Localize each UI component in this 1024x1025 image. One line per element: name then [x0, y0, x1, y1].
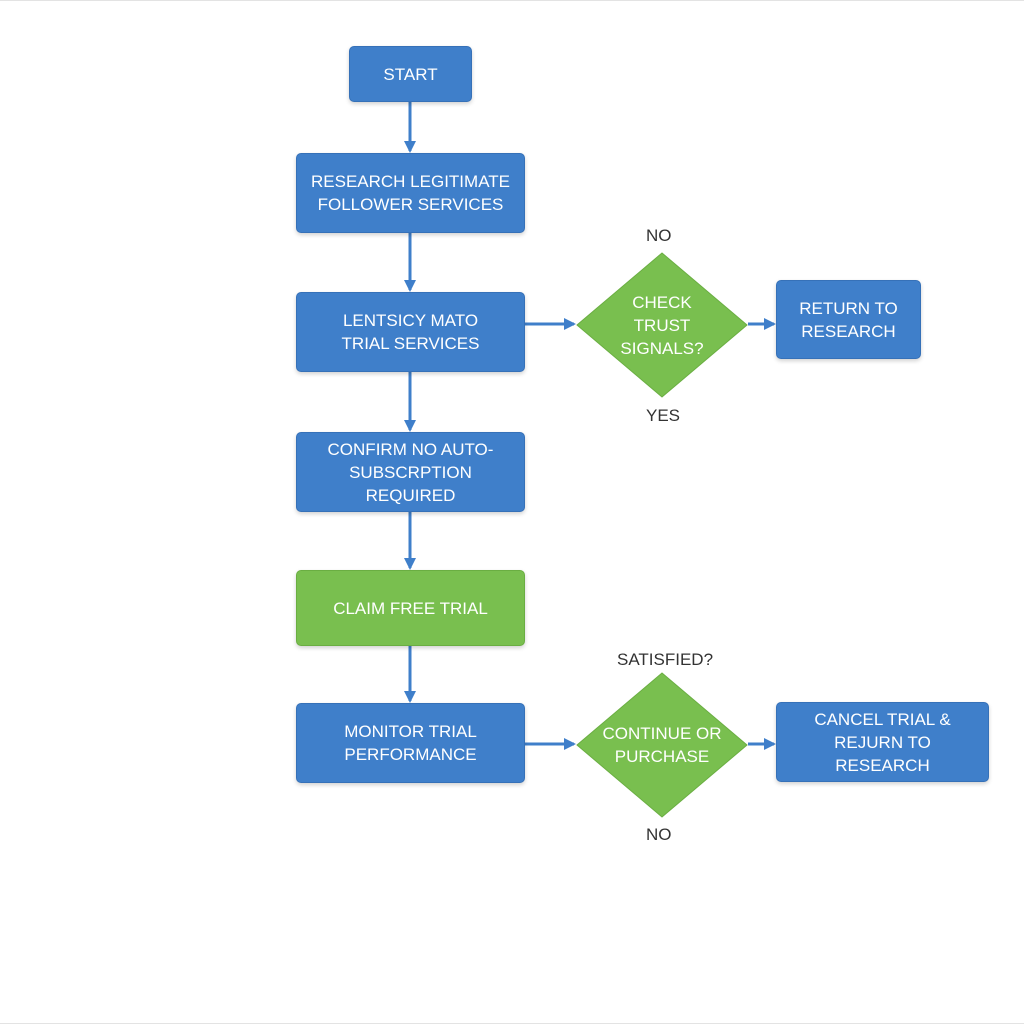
satisfied-label: SATISFIED?: [617, 650, 714, 669]
cancel-node: CANCEL TRIAL & REJURN TO RESEARCH: [776, 702, 989, 782]
satisfied-no-label: NO: [646, 825, 672, 844]
check-trust-text: CHECK TRUST SIGNALS?: [620, 292, 704, 358]
check-trust-decision: CHECK TRUST SIGNALS?: [576, 252, 748, 398]
monitor-node: MONITOR TRIAL PERFORMANCE: [296, 703, 525, 783]
continue-purchase-text: CONTINUE OR PURCHASE: [602, 724, 722, 766]
continue-purchase-decision: CONTINUE OR PURCHASE: [576, 672, 748, 818]
research-node: RESEARCH LEGITIMATE FOLLOWER SERVICES: [296, 153, 525, 233]
decision-diamond-shape: [576, 672, 748, 818]
return-research-node: RETURN TO RESEARCH: [776, 280, 921, 359]
identify-trial-node: LENTSICY MATO TRIAL SERVICES: [296, 292, 525, 372]
decision-diamond-shape: [576, 252, 748, 398]
claim-trial-node: CLAIM FREE TRIAL: [296, 570, 525, 646]
confirm-node: CONFIRM NO AUTO- SUBSCRPTION REQUIRED: [296, 432, 525, 512]
trust-no-label: NO: [646, 226, 672, 245]
trust-yes-label: YES: [646, 406, 681, 425]
start-node: START: [349, 46, 472, 102]
